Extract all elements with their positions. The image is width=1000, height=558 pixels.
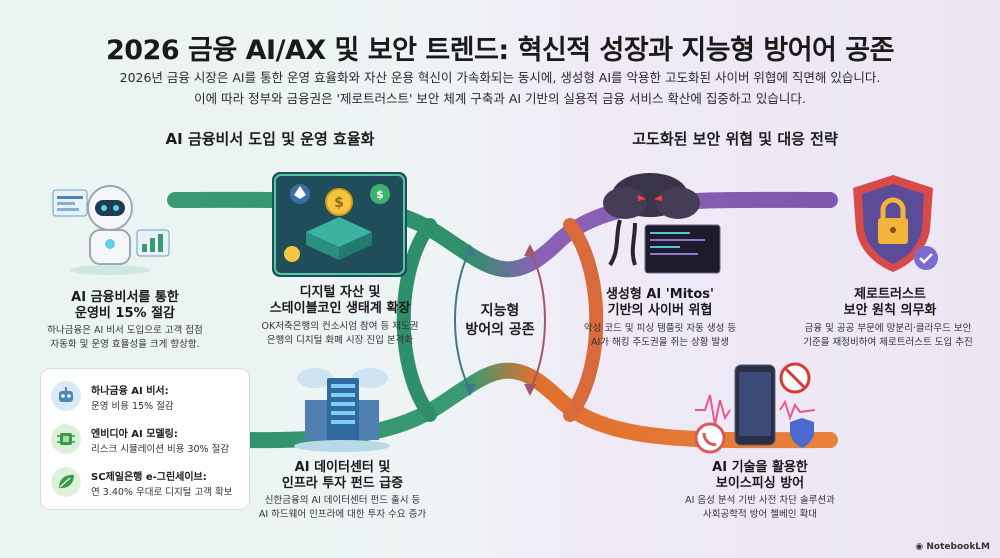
subtitle-line-2: 이에 따라 정부와 금융권은 '제로트러스트' 보안 체계 구축과 AI 기반의… <box>194 91 806 106</box>
card-digital-asset-desc-line1: OK저축은행의 컨소시엄 참여 등 제도권 <box>261 321 419 332</box>
card-ai-assistant-desc: 하나금융은 AI 비서 도입으로 고객 접점 자동화 및 운영 효율성을 크게 … <box>20 324 230 352</box>
card-zerotrust-desc-line2: 기준을 재정비하여 제로트러스트 도입 추진 <box>803 337 973 348</box>
svg-text:$: $ <box>376 188 384 201</box>
watermark-text: NotebookLM <box>926 542 990 552</box>
card-digital-asset-title-line2: 스테이블코인 생태계 확장 <box>269 301 411 316</box>
card-ai-assistant-desc-line1: 하나금융은 AI 비서 도입으로 고객 접점 <box>47 325 203 336</box>
case-name: SC제일은행 e-그린세이브: <box>91 472 207 483</box>
robot-assistant-icon <box>52 185 170 275</box>
case-desc: 리스크 시뮬레이션 비용 30% 절감 <box>91 444 230 455</box>
section-title-right: 고도화된 보안 위협 및 대응 전략 <box>632 130 838 148</box>
card-zerotrust-title-line1: 제로트러스트 <box>854 287 926 302</box>
card-ai-assistant-desc-line2: 자동화 및 운영 효율성을 크게 향상함. <box>50 339 200 350</box>
card-voicephishing-desc-line2: 사회공학적 방어 첼베인 확대 <box>703 509 817 520</box>
left-arc <box>396 218 437 422</box>
inner-arrow-left <box>454 249 471 391</box>
card-ai-assistant-title-line2: 운영비 15% 절감 <box>75 306 175 321</box>
case-name: 하나금융 AI 비서: <box>91 386 169 397</box>
card-zerotrust-title: 제로트러스트 보안 원칙 의무화 <box>810 287 970 319</box>
card-mitos-title-line1: 생성형 AI 'Mitos' <box>605 287 715 302</box>
inner-arrow-right <box>529 249 546 391</box>
card-datacenter-title: AI 데이터센터 및 인프라 투자 펀드 급증 <box>255 460 430 492</box>
right-arc <box>563 218 604 422</box>
shield-lock-icon <box>853 175 938 272</box>
card-datacenter-desc: 신한금융의 AI 데이터센터 펀드 출시 등 AI 하드웨어 인프라에 대한 투… <box>240 494 445 522</box>
chip-icon <box>51 424 81 454</box>
datacenter-icon <box>294 368 390 452</box>
case-desc: 연 3.40% 우대로 디지털 고객 확보 <box>91 487 233 498</box>
card-datacenter-title-line1: AI 데이터센터 및 <box>294 460 391 475</box>
center-label: 지능형 방어의 공존 <box>457 302 543 340</box>
page-title: 2026 금융 AI/AX 및 보안 트렌드: 혁신적 성장과 지능형 방어어 … <box>106 35 894 66</box>
leaf-icon <box>51 467 81 497</box>
card-digital-asset-desc-line2: 은행의 디지털 화폐 시장 진입 본격화 <box>266 335 414 346</box>
case-item: 하나금융 AI 비서: 운영 비용 15% 절감 <box>51 379 246 415</box>
card-datacenter-desc-line1: 신한금융의 AI 데이터센터 펀드 출시 등 <box>264 495 421 506</box>
card-mitos-desc-line1: 악성 코드 및 피싱 템플릿 자동 생성 등 <box>583 323 737 334</box>
card-voicephishing-title-line2: 보이스피싱 방어 <box>715 476 805 491</box>
case-item: SC제일은행 e-그린세이브: 연 3.40% 우대로 디지털 고객 확보 <box>51 465 246 501</box>
card-zerotrust-desc: 금융 및 공공 부문에 망분리·클라우드 보안 기준을 재정비하여 제로트러스트… <box>782 322 994 350</box>
voice-phishing-icon <box>694 362 816 454</box>
card-zerotrust-title-line2: 보안 원칙 의무화 <box>843 303 937 318</box>
card-datacenter-title-line2: 인프라 투자 펀드 급증 <box>281 476 404 491</box>
card-digital-asset-title-line1: 디지털 자산 및 <box>299 285 381 300</box>
case-list-box: 하나금융 AI 비서: 운영 비용 15% 절감 엔비디아 AI 모델링: 리스… <box>40 368 250 510</box>
digital-asset-icon: $ $ <box>272 172 407 277</box>
card-voicephishing-desc-line1: AI 음성 분석 기반 사전 차단 솔루션과 <box>685 495 835 506</box>
card-digital-asset-desc: OK저축은행의 컨소시엄 참여 등 제도권 은행의 디지털 화폐 시장 진입 본… <box>240 320 440 348</box>
card-mitos-title-line2: 기반의 사이버 위협 <box>607 303 713 318</box>
card-mitos-desc: 악성 코드 및 피싱 템플릿 자동 생성 등 AI가 해킹 주도권을 쥐는 상황… <box>565 322 755 350</box>
watermark: ◉ NotebookLM <box>915 542 990 552</box>
section-title-left: AI 금융비서 도입 및 운영 효율화 <box>165 130 375 148</box>
center-label-line2: 방어의 공존 <box>465 322 535 338</box>
subtitle-line-1: 2026년 금융 시장은 AI를 통한 운영 효율화와 자산 운용 혁신이 가속… <box>119 70 881 85</box>
card-voicephishing-desc: AI 음성 분석 기반 사전 차단 솔루션과 사회공학적 방어 첼베인 확대 <box>660 494 860 522</box>
card-ai-assistant-title: AI 금융비서를 통한 운영비 15% 절감 <box>40 290 210 322</box>
center-label-line1: 지능형 <box>480 303 520 319</box>
ai-hacker-icon <box>603 173 721 274</box>
card-zerotrust-desc-line1: 금융 및 공공 부문에 망분리·클라우드 보안 <box>804 323 972 334</box>
svg-text:$: $ <box>334 195 344 211</box>
case-desc: 운영 비용 15% 절감 <box>91 401 174 412</box>
case-name: 엔비디아 AI 모델링: <box>91 429 178 440</box>
card-mitos-title: 생성형 AI 'Mitos' 기반의 사이버 위협 <box>580 287 740 319</box>
card-voicephishing-title-line1: AI 기술을 활용한 <box>712 460 808 475</box>
card-voicephishing-title: AI 기술을 활용한 보이스피싱 방어 <box>680 460 840 492</box>
case-item: 엔비디아 AI 모델링: 리스크 시뮬레이션 비용 30% 절감 <box>51 422 246 458</box>
robot-icon <box>51 381 81 411</box>
card-datacenter-desc-line2: AI 하드웨어 인프라에 대한 투자 수요 증가 <box>258 509 427 520</box>
card-mitos-desc-line2: AI가 해킹 주도권을 쥐는 상황 발생 <box>590 337 730 348</box>
notebooklm-logo-icon: ◉ <box>915 542 927 552</box>
card-digital-asset-title: 디지털 자산 및 스테이블코인 생태계 확장 <box>250 285 430 317</box>
card-ai-assistant-title-line1: AI 금융비서를 통한 <box>71 290 179 305</box>
